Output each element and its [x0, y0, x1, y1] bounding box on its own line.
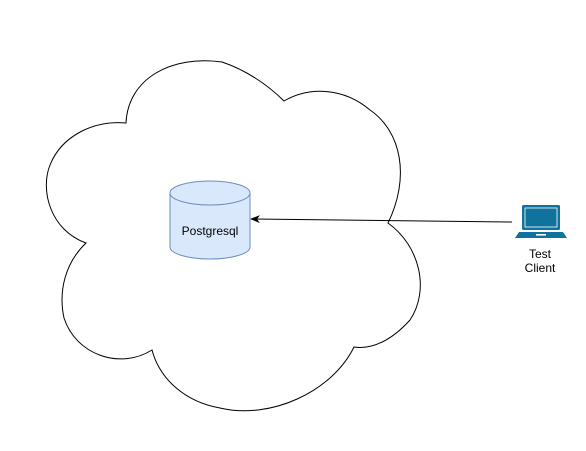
database-cylinder-icon[interactable]	[169, 180, 251, 260]
client-label-line1: Test	[528, 247, 551, 261]
client-label: Test Client	[510, 247, 570, 275]
client-label-line2: Client	[524, 261, 556, 275]
database-label: Postgresql	[181, 224, 239, 238]
laptop-icon[interactable]	[515, 205, 567, 238]
connection-arrow[interactable]	[250, 215, 513, 224]
